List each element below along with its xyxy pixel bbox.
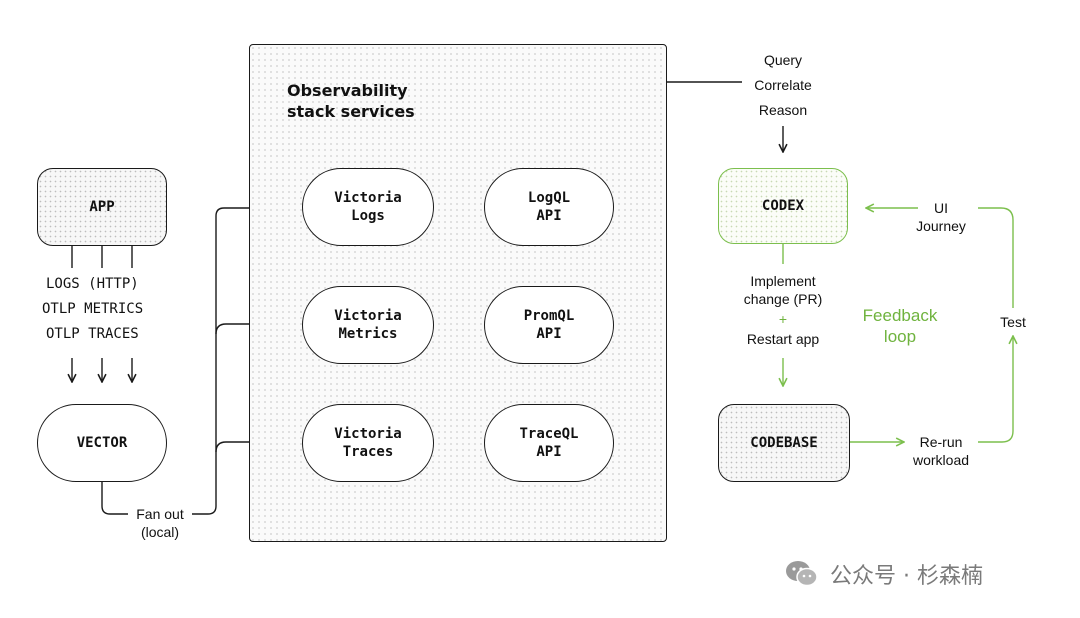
- test-to-ui-line: [978, 207, 1014, 308]
- fanout-branch-traces: [215, 442, 282, 453]
- fan-out-label: Fan out (local): [128, 505, 192, 541]
- signal-otlp-traces: OTLP TRACES: [46, 326, 139, 342]
- rerun-line1: Re-run: [919, 434, 963, 450]
- vector-fanout-line: [101, 482, 128, 515]
- plus-sign: +: [778, 311, 788, 327]
- codex-node: CODEX: [718, 168, 848, 244]
- logql-api-node: LogQL API: [484, 168, 614, 246]
- fan-out-line1: Fan out: [136, 506, 184, 522]
- watermark: 公众号 · 杉森楠: [784, 558, 983, 590]
- traceql-api-node: TraceQL API: [484, 404, 614, 482]
- reason-label: Reason: [758, 102, 808, 118]
- implement-line1: Implement: [750, 273, 816, 289]
- vector-node: VECTOR: [37, 404, 167, 482]
- signal-logs-http: LOGS (HTTP): [46, 276, 139, 292]
- rerun-to-test-arrow: [978, 336, 1013, 443]
- signal-otlp-metrics: OTLP METRICS: [42, 301, 144, 317]
- query-label: Query: [763, 52, 803, 68]
- promql-api-node: PromQL API: [484, 286, 614, 364]
- codebase-node: CODEBASE: [718, 404, 850, 482]
- ui-journey-label: UI Journey: [904, 199, 978, 235]
- ui-line2: Journey: [916, 218, 966, 234]
- fanout-branch-metrics: [215, 324, 282, 335]
- stack-title-line2: stack services: [287, 102, 415, 121]
- app-node: APP: [37, 168, 167, 246]
- fanout-trunk: [192, 208, 282, 515]
- implement-line2: change (PR): [743, 291, 823, 307]
- observability-stack-title: Observability stack services: [287, 80, 415, 122]
- rerun-workload-label: Re-run workload: [902, 433, 980, 469]
- implement-change-label: Implement change (PR) + Restart app: [728, 272, 838, 348]
- wechat-icon: [786, 561, 818, 587]
- test-label: Test: [1000, 314, 1026, 330]
- victoria-traces-node: Victoria Traces: [302, 404, 434, 482]
- restart-app-label: Restart app: [746, 331, 820, 347]
- query-correlate-reason-label: Query Correlate Reason: [742, 48, 824, 123]
- victoria-metrics-node: Victoria Metrics: [302, 286, 434, 364]
- watermark-text: 公众号 · 杉森楠: [830, 564, 983, 589]
- fan-out-line2: (local): [140, 524, 180, 540]
- ui-line1: UI: [934, 200, 948, 216]
- correlate-label: Correlate: [754, 77, 812, 93]
- feedback-loop-label: Feedback loop: [862, 306, 938, 346]
- rerun-line2: workload: [912, 452, 970, 468]
- victoria-logs-node: Victoria Logs: [302, 168, 434, 246]
- stack-title-line1: Observability: [287, 81, 408, 100]
